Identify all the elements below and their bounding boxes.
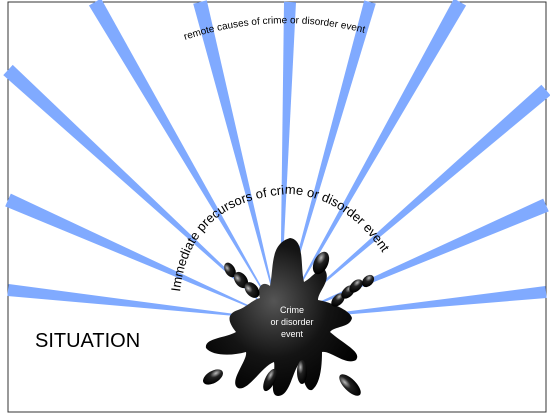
- ray-5: [193, 0, 280, 321]
- droplet: [297, 360, 307, 384]
- droplet: [312, 251, 330, 275]
- droplet: [233, 271, 249, 289]
- ray-7: [280, 0, 376, 321]
- droplet: [224, 262, 236, 278]
- droplet: [339, 374, 361, 396]
- droplet: [331, 293, 345, 307]
- ray-2: [5, 193, 280, 320]
- droplet: [203, 369, 223, 385]
- center-label-line-3: event: [281, 329, 304, 339]
- crime-event-splat: [203, 238, 375, 396]
- droplet: [244, 282, 260, 298]
- ray-9: [280, 84, 550, 320]
- center-label-line-2: or disorder: [270, 317, 313, 327]
- ray-4: [88, 0, 280, 320]
- situation-label: SITUATION: [35, 330, 141, 352]
- droplet: [263, 368, 277, 392]
- center-label-line-1: Crime: [280, 305, 304, 315]
- ray-3: [3, 64, 281, 320]
- droplet: [361, 274, 375, 288]
- splat-body: [205, 238, 358, 396]
- rays-group: [3, 0, 550, 321]
- ray-6: [280, 1, 296, 321]
- droplet: [349, 279, 363, 293]
- ray-1: [7, 284, 280, 320]
- ray-8: [280, 0, 467, 320]
